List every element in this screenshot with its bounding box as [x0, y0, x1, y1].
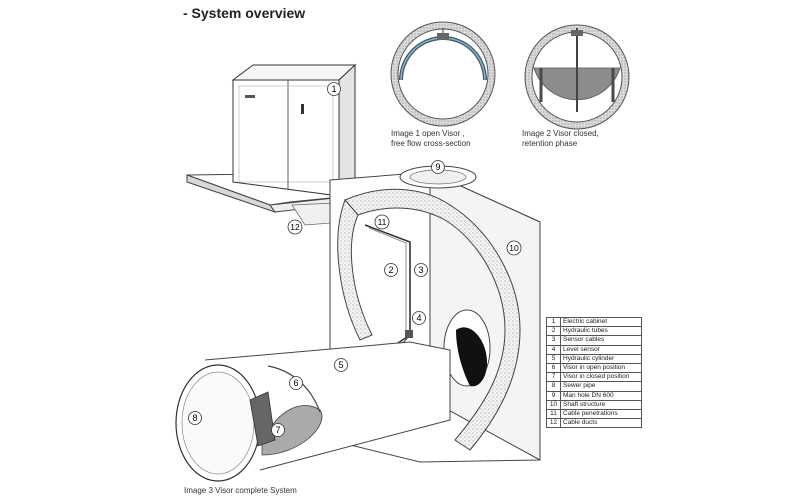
svg-text:10: 10 — [509, 243, 519, 253]
callout-2: 2 — [384, 263, 398, 277]
callouts: 1 2 3 4 5 6 7 8 9 10 11 12 — [188, 82, 522, 437]
manhole — [399, 165, 477, 189]
svg-text:12: 12 — [290, 222, 300, 232]
legend-label: Cable ducts — [560, 418, 642, 429]
callout-6: 6 — [289, 376, 303, 390]
legend-number: 1 — [546, 316, 561, 328]
callout-7: 7 — [271, 423, 285, 437]
legend-number: 5 — [546, 353, 561, 364]
legend-number: 9 — [546, 390, 561, 401]
callout-10: 10 — [506, 240, 522, 256]
legend-number: 8 — [546, 381, 561, 392]
image2-caption: Image 2 Visor closed, retention phase — [522, 129, 599, 148]
callout-3: 3 — [414, 263, 428, 277]
legend-label: Shaft structure — [560, 399, 642, 410]
svg-text:3: 3 — [418, 265, 423, 275]
legend-number: 3 — [546, 335, 561, 346]
callout-4: 4 — [412, 311, 426, 325]
page-title: - System overview — [183, 5, 306, 21]
legend-label: Man hole DN 600 — [560, 390, 642, 401]
sewer-pipe — [175, 341, 451, 482]
callout-11: 11 — [374, 214, 390, 230]
svg-text:1: 1 — [331, 84, 336, 94]
legend-number: 7 — [546, 372, 561, 383]
legend-number: 12 — [546, 418, 561, 429]
image3-caption: Image 3 Visor complete System — [184, 486, 297, 495]
svg-text:2: 2 — [388, 265, 393, 275]
legend-label: Sewer pipe — [560, 381, 642, 392]
svg-text:7: 7 — [275, 425, 280, 435]
legend-number: 11 — [546, 408, 561, 420]
legend-label: Level sensor — [560, 344, 642, 355]
legend-number: 4 — [546, 344, 561, 355]
callout-8: 8 — [188, 411, 202, 425]
legend-label: Hydraulic cylinder — [560, 353, 642, 364]
callout-5: 5 — [334, 358, 348, 372]
svg-text:4: 4 — [416, 313, 421, 323]
legend-number: 10 — [546, 399, 561, 410]
image1-open-visor-section — [390, 21, 496, 127]
svg-text:11: 11 — [378, 217, 387, 227]
legend-label: Cable penetrations — [560, 408, 642, 420]
svg-text:6: 6 — [293, 378, 298, 388]
callout-12: 12 — [287, 219, 303, 235]
legend-number: 6 — [546, 362, 561, 374]
image1-caption: Image 1 open Visor , free flow cross-sec… — [391, 129, 471, 148]
callout-1: 1 — [327, 82, 341, 96]
callout-9: 9 — [431, 160, 445, 174]
electric-cabinet — [231, 63, 357, 197]
svg-text:9: 9 — [435, 162, 440, 172]
svg-text:8: 8 — [192, 413, 197, 423]
legend-label: Electric cabinet — [560, 316, 642, 328]
legend-number: 2 — [546, 326, 561, 337]
legend-label: Visor in open position — [560, 362, 642, 374]
image2-closed-visor-section — [524, 24, 630, 130]
legend-label: Hydraulic tubes — [560, 326, 642, 337]
svg-text:5: 5 — [338, 360, 343, 370]
legend-label: Visor in closed position — [560, 372, 642, 383]
legend-label: Sensor cables — [560, 335, 642, 346]
